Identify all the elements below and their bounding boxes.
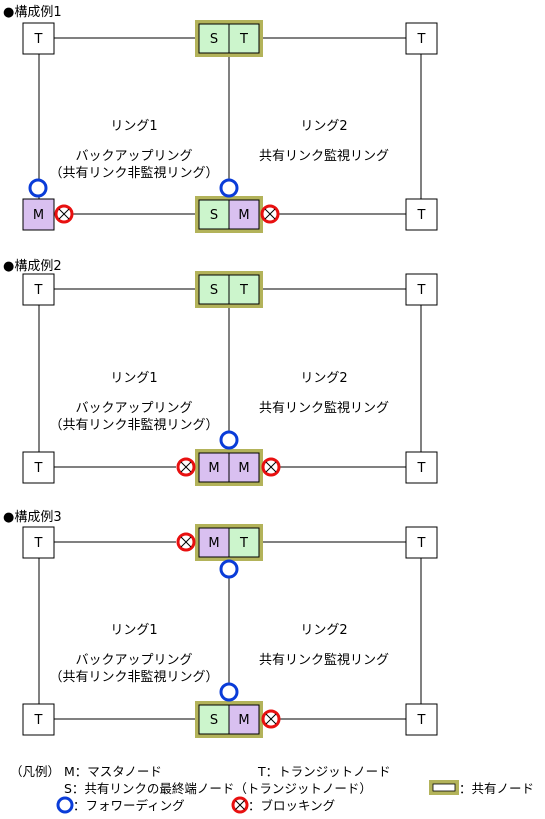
svg-text:M: M [208,461,219,476]
ring1-label: リング1 [110,371,157,386]
transit-node: T [405,22,438,55]
svg-text:S: S [210,713,218,728]
blocking-icon [261,709,281,729]
blocking-icon [260,204,280,224]
shared-node-swatch-icon [429,780,459,795]
svg-text:T: T [239,32,248,47]
forwarding-icon [56,796,74,814]
transit-node: T [22,22,55,55]
transit-node: T [405,526,438,559]
transit-node: T [22,526,55,559]
svg-text:T: T [239,283,248,298]
forwarding-icon [219,682,239,702]
ring2-role: 共有リンク監視リング [259,400,389,416]
example-2-heading: ●構成例2 [3,259,62,274]
svg-text:T: T [417,461,426,476]
ring2-label: リング2 [300,371,347,386]
ring-lines [38,288,422,468]
svg-text:T: T [417,32,426,47]
blocking-icon [231,796,249,814]
transit-node: T [22,273,55,306]
svg-text:T: T [417,283,426,298]
ring2-label: リング2 [300,623,347,638]
svg-text:M: M [238,461,249,476]
shared-node: S M [195,701,263,738]
legend-blocking: ：ブロッキング [248,798,335,813]
example-3-heading: ●構成例3 [3,510,62,525]
blocking-icon [176,532,196,552]
ring1-role-detail: （共有リンク非監視リング） [49,417,218,433]
legend: （凡例） M：マスタノード T：トランジットノード S：共有リンクの最終端ノード… [10,764,534,814]
ring1-role: バックアップリング [75,149,192,164]
ring-lines [38,541,422,720]
ring2-role: 共有リンク監視リング [259,148,389,164]
forwarding-icon [219,430,239,450]
legend-transit: T：トランジットノード [257,764,391,779]
ring1-label: リング1 [110,119,157,134]
ring2-role: 共有リンク監視リング [259,652,389,668]
ring1-role: バックアップリング [75,653,192,668]
ring-lines [38,37,422,215]
example-1-heading: ●構成例1 [3,5,62,20]
master-node: M [22,198,55,231]
shared-node: S M [195,196,263,233]
example-1: ●構成例1 T T S T [3,5,438,233]
example-2: ●構成例2 T T S T T [3,259,438,486]
svg-text:T: T [239,536,248,551]
svg-text:T: T [417,208,426,223]
ring1-role-detail: （共有リンク非監視リング） [49,669,218,685]
svg-text:T: T [34,461,43,476]
shared-node: S T [195,20,263,57]
svg-text:T: T [34,283,43,298]
svg-text:S: S [210,283,218,298]
forwarding-icon [28,178,48,198]
svg-text:T: T [34,32,43,47]
ring2-label: リング2 [300,119,347,134]
svg-text:S: S [210,208,218,223]
forwarding-icon [219,559,239,579]
blocking-icon [54,204,74,224]
svg-text:T: T [417,713,426,728]
svg-text:T: T [417,536,426,551]
ring1-label: リング1 [110,623,157,638]
ring1-role-detail: （共有リンク非監視リング） [49,165,218,181]
shared-node: M T [195,524,263,561]
legend-master: M：マスタノード [64,764,162,779]
blocking-icon [261,457,281,477]
transit-node: T [405,703,438,736]
shared-node: S T [195,271,263,308]
transit-node: T [22,451,55,484]
svg-text:M: M [238,208,249,223]
legend-forwarding: ：フォワーディング [73,798,185,813]
legend-shared-end: S：共有リンクの最終端ノード（トランジットノード） [64,781,372,796]
shared-node: M M [195,449,263,486]
ring1-role: バックアップリング [75,401,192,416]
blocking-icon [176,457,196,477]
svg-text:T: T [34,536,43,551]
svg-text:M: M [33,208,44,223]
transit-node: T [22,703,55,736]
transit-node: T [405,198,438,231]
transit-node: T [405,273,438,306]
example-3: ●構成例3 T T M T T [3,510,438,738]
transit-node: T [405,451,438,484]
svg-text:M: M [238,713,249,728]
forwarding-icon [219,178,239,198]
legend-title: （凡例） [10,764,60,779]
svg-text:S: S [210,32,218,47]
legend-shared-node: ：共有ノード [459,781,534,796]
svg-text:T: T [34,713,43,728]
svg-text:M: M [208,536,219,551]
